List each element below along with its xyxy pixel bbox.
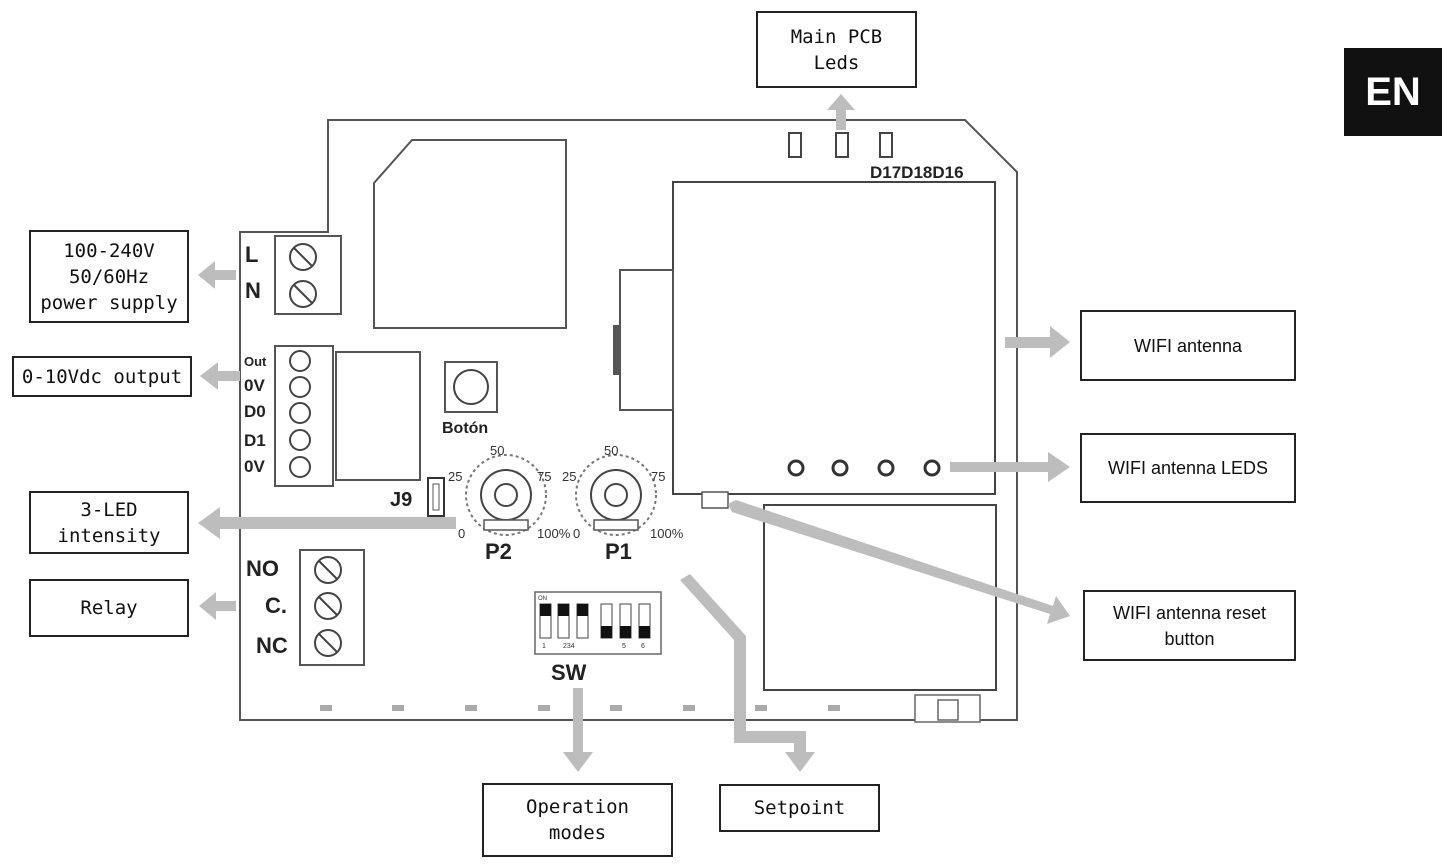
arrow-main-leds	[827, 94, 855, 130]
potentiometer-p2	[465, 454, 547, 536]
terminal-0v-b: 0V	[244, 457, 265, 476]
callout-setpoint: Setpoint	[719, 784, 880, 832]
arrows	[198, 94, 1070, 772]
p1-label: P1	[605, 539, 632, 564]
terminal-d1: D1	[244, 431, 266, 450]
wifi-antenna-leds	[787, 459, 941, 477]
sw-label: SW	[551, 660, 587, 685]
wifi-reset-button	[701, 491, 729, 509]
svg-text:25: 25	[562, 469, 576, 484]
callout-relay: Relay	[29, 579, 189, 637]
lower-module	[763, 504, 997, 691]
svg-text:75: 75	[651, 469, 665, 484]
svg-text:75: 75	[537, 469, 551, 484]
svg-text:50: 50	[490, 443, 504, 458]
callout-0-10vdc-output: 0-10Vdc output	[12, 356, 192, 397]
arrow-power	[198, 261, 236, 289]
terminal-d0: D0	[244, 402, 266, 421]
dip-switch	[534, 591, 662, 655]
arrow-wifi-antenna	[1005, 326, 1070, 358]
svg-text:100%: 100%	[537, 526, 571, 541]
callout-power-supply: 100-240V 50/60Hz power supply	[29, 230, 189, 323]
callout-operation-modes: Operation modes	[482, 783, 673, 857]
leds-label: D17D18D16	[870, 163, 964, 182]
arrow-wifi-leds	[950, 452, 1070, 482]
wifi-connector	[619, 269, 674, 411]
svg-text:0: 0	[458, 526, 465, 541]
arrow-wifi-reset	[728, 500, 1070, 624]
p2-label: P2	[485, 539, 512, 564]
language-tab: EN	[1344, 48, 1442, 136]
terminal-0v-a: 0V	[244, 376, 265, 395]
relay-component	[373, 139, 567, 329]
callout-main-pcb-leds: Main PCB Leds	[756, 11, 917, 88]
callout-wifi-antenna: WIFI antenna	[1080, 310, 1296, 381]
svg-text:5: 5	[622, 643, 626, 650]
svg-text:1: 1	[542, 643, 546, 650]
j9-label: J9	[390, 489, 412, 511]
terminal-n: N	[245, 278, 261, 303]
callout-wifi-reset-button: WIFI antenna reset button	[1083, 590, 1296, 661]
bottom-components	[320, 705, 840, 711]
svg-text:25: 25	[448, 469, 462, 484]
svg-text:ON: ON	[538, 596, 547, 602]
terminal-no: NO	[246, 556, 279, 581]
svg-text:100%: 100%	[650, 526, 684, 541]
arrow-led-intensity	[198, 507, 456, 539]
main-pcb-leds	[788, 132, 893, 158]
terminal-out: Out	[244, 354, 267, 369]
arrow-relay	[199, 592, 236, 620]
arrow-setpoint	[680, 574, 815, 772]
terminal-nc: NC	[256, 633, 288, 658]
svg-text:234: 234	[563, 643, 575, 650]
svg-text:6: 6	[641, 643, 645, 650]
boton-label: Botón	[442, 420, 488, 437]
callout-led-intensity: 3-LED intensity	[29, 491, 189, 554]
arrow-operation-modes	[563, 688, 593, 772]
svg-text:0: 0	[573, 526, 580, 541]
terminal-c: C.	[265, 593, 287, 618]
arrow-output	[200, 362, 240, 390]
potentiometer-p1	[575, 454, 657, 536]
terminal-l: L	[245, 242, 258, 267]
callout-wifi-antenna-leds: WIFI antenna LEDS	[1080, 433, 1296, 503]
svg-text:50: 50	[604, 443, 618, 458]
wifi-module	[672, 181, 996, 495]
